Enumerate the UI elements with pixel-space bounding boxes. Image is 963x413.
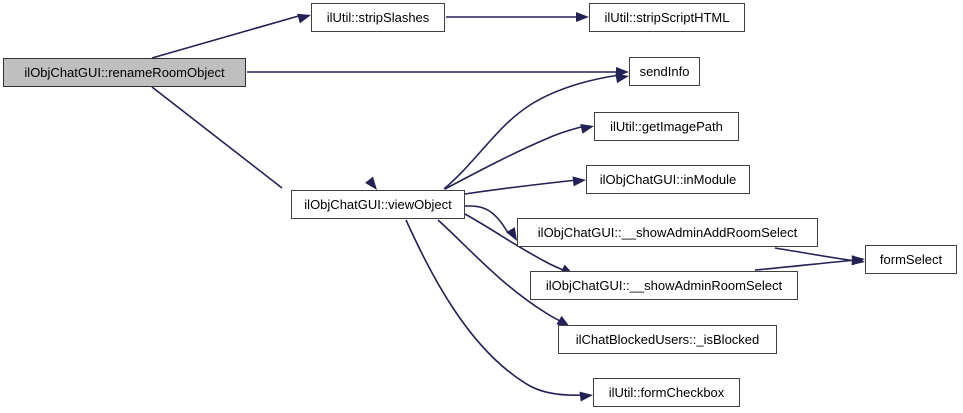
- graph-node-label: ilUtil::stripScriptHTML: [604, 10, 730, 25]
- graph-node-inModule[interactable]: ilObjChatGUI::inModule: [586, 165, 750, 194]
- graph-arrowhead-a-stripscript: [576, 12, 589, 22]
- graph-node-label: ilObjChatGUI::renameRoomObject: [24, 65, 225, 80]
- graph-arrowhead-a-inmodule: [572, 176, 586, 187]
- graph-arrowhead-a-getimagepath: [580, 124, 594, 134]
- graph-node-label: sendInfo: [639, 64, 690, 79]
- graph-node-label: formSelect: [879, 252, 943, 267]
- graph-arrowhead-a-formselect-1: [851, 255, 865, 266]
- graph-node-showAdminAddRoomSelect[interactable]: ilObjChatGUI::__showAdminAddRoomSelect: [517, 218, 818, 247]
- graph-edge-e-addroomselect-formselect: [774, 247, 857, 262]
- graph-edge-e-rename-stripslashes: [151, 14, 303, 59]
- graph-node-isBlocked[interactable]: ilChatBlockedUsers::_isBlocked: [558, 325, 777, 354]
- graph-arrowhead-a-formselect-2: [851, 255, 865, 266]
- graph-node-viewObject[interactable]: ilObjChatGUI::viewObject: [291, 190, 465, 219]
- graph-edge-e-rename-viewobject: [151, 86, 283, 189]
- graph-arrowhead-a-sendinfo-1: [616, 67, 629, 77]
- graph-node-formCheckbox[interactable]: ilUtil::formCheckbox: [593, 378, 740, 407]
- graph-edge-e-viewobject-addroomselect: [464, 205, 509, 234]
- graph-node-label: ilUtil::getImagePath: [610, 119, 723, 134]
- graph-node-showAdminRoomSelect[interactable]: ilObjChatGUI::__showAdminRoomSelect: [530, 271, 798, 300]
- graph-node-label: ilUtil::formCheckbox: [608, 385, 725, 400]
- graph-edge-e-viewobject-getimagepath: [444, 125, 586, 190]
- graph-node-sendInfo[interactable]: sendInfo: [629, 57, 700, 86]
- graph-node-label: ilObjChatGUI::inModule: [599, 172, 737, 187]
- graph-arrowhead-a-formcheckbox: [579, 391, 593, 402]
- graph-node-stripScriptHTML[interactable]: ilUtil::stripScriptHTML: [589, 3, 745, 32]
- graph-node-getImagePath[interactable]: ilUtil::getImagePath: [594, 112, 739, 141]
- graph-node-label: ilObjChatGUI::viewObject: [304, 197, 452, 212]
- graph-node-label: ilObjChatGUI::__showAdminAddRoomSelect: [537, 225, 798, 240]
- graph-edge-e-roomselect-formselect: [754, 259, 857, 271]
- graph-node-stripSlashes[interactable]: ilUtil::stripSlashes: [311, 3, 445, 32]
- graph-node-renameRoomObject: ilObjChatGUI::renameRoomObject: [3, 58, 246, 87]
- graph-node-label: ilUtil::stripSlashes: [326, 10, 430, 25]
- graph-edge-e-viewobject-inmodule: [464, 179, 578, 195]
- graph-arrowhead-a-sendinfo-2: [615, 73, 629, 84]
- graph-node-label: ilChatBlockedUsers::_isBlocked: [575, 332, 760, 347]
- graph-node-label: ilObjChatGUI::__showAdminRoomSelect: [545, 278, 783, 293]
- graph-node-formSelect[interactable]: formSelect: [865, 245, 957, 274]
